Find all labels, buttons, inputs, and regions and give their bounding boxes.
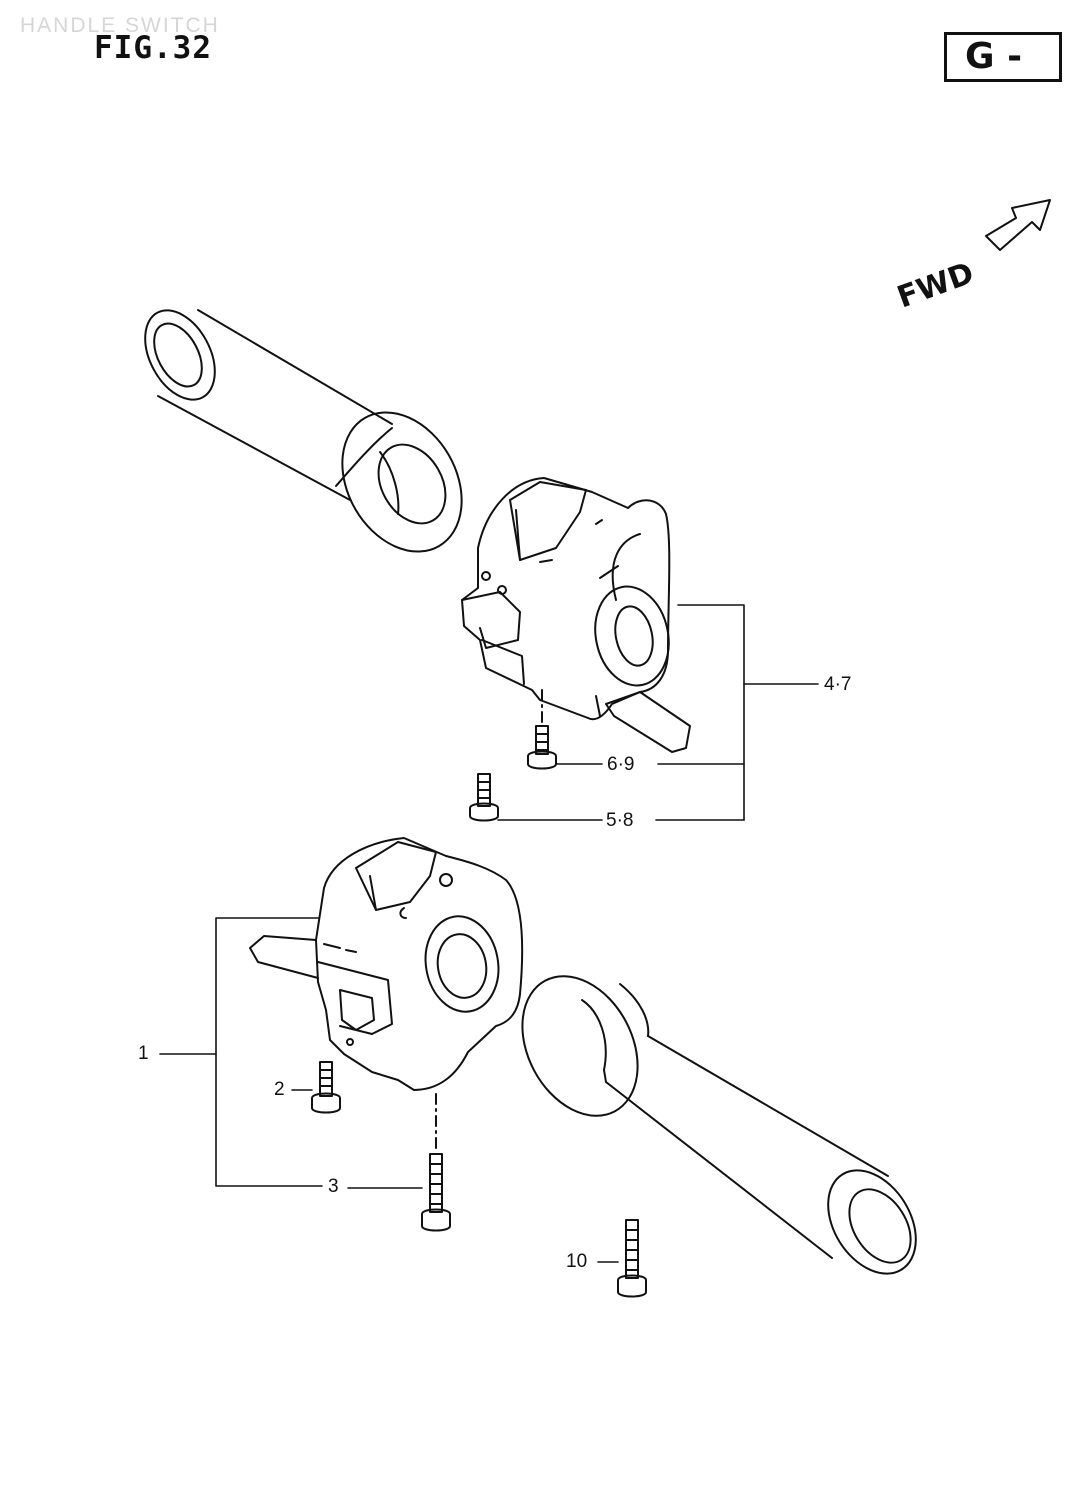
callout-2: 2 xyxy=(274,1079,285,1100)
screw-5-8 xyxy=(469,773,499,822)
callout-6-9: 6·9 xyxy=(607,754,635,775)
right-grip xyxy=(521,975,917,1275)
section-title: HANDLE SWITCH xyxy=(20,14,220,37)
screw-3 xyxy=(421,1153,451,1232)
forward-arrow-icon xyxy=(985,199,1051,251)
right-switch-housing xyxy=(461,477,691,753)
callout-3: 3 xyxy=(328,1176,339,1197)
figure-number: FIG.32 xyxy=(94,30,212,66)
callout-1: 1 xyxy=(138,1043,149,1064)
fwd-label: FWD xyxy=(893,256,979,316)
callout-4-7: 4·7 xyxy=(824,674,852,695)
leader-lines xyxy=(159,604,819,1263)
left-switch-housing xyxy=(249,837,524,1091)
screw-6-9 xyxy=(527,725,557,770)
left-grip xyxy=(144,309,463,553)
callout-10: 10 xyxy=(566,1251,588,1272)
screw-10 xyxy=(617,1219,647,1298)
screw-2 xyxy=(311,1061,341,1114)
section-code-box: G - xyxy=(944,32,1062,82)
callout-5-8: 5·8 xyxy=(606,810,634,831)
